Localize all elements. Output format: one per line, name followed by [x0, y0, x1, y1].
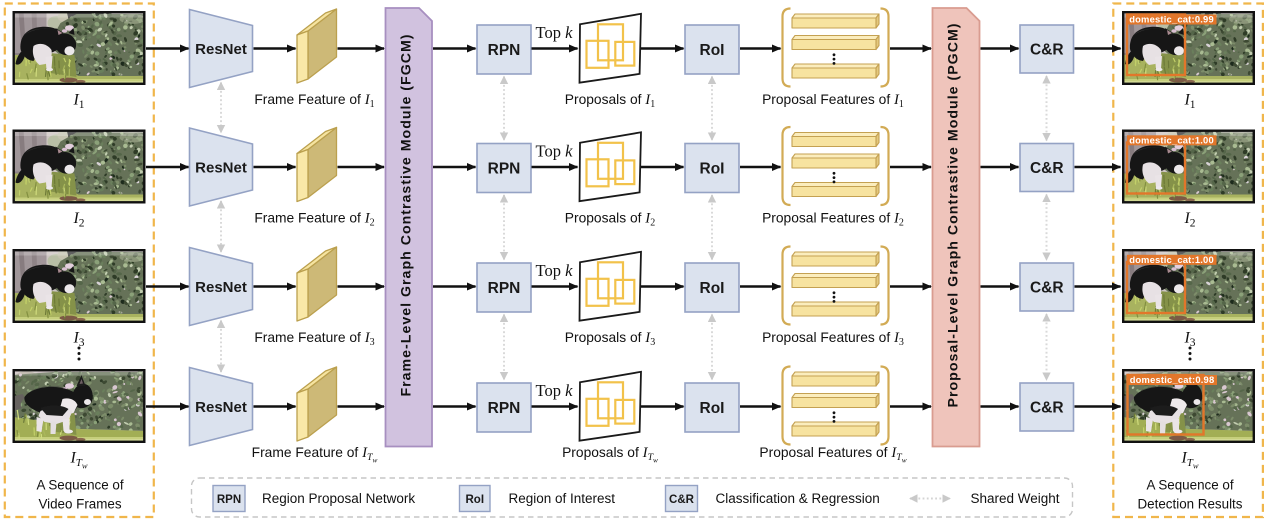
svg-text:domestic_cat:1.00: domestic_cat:1.00 — [1129, 254, 1214, 265]
svg-text:Proposal Features of I1: Proposal Features of I1 — [762, 92, 904, 110]
svg-text:I2: I2 — [1183, 210, 1195, 230]
svg-text:Proposals of ITw: Proposals of ITw — [562, 445, 658, 464]
svg-text:Proposals of I1: Proposals of I1 — [565, 92, 655, 110]
svg-text:Top k: Top k — [536, 23, 574, 42]
svg-text:ResNet: ResNet — [195, 160, 247, 177]
svg-text:ResNet: ResNet — [195, 399, 247, 416]
svg-text:RPN: RPN — [488, 42, 521, 59]
svg-text:RoI: RoI — [700, 42, 725, 59]
svg-text:Proposal-Level Graph Contrasti: Proposal-Level Graph Contrastive Module … — [946, 23, 962, 408]
svg-text:Frame Feature of I3: Frame Feature of I3 — [254, 330, 374, 348]
svg-text:ResNet: ResNet — [195, 41, 247, 58]
svg-text:RoI: RoI — [700, 280, 725, 297]
svg-text:RoI: RoI — [465, 494, 484, 506]
svg-text:Region of Interest: Region of Interest — [509, 491, 616, 506]
svg-text:I3: I3 — [72, 330, 84, 350]
svg-text:RoI: RoI — [700, 161, 725, 178]
svg-text:RoI: RoI — [700, 400, 725, 417]
svg-text:domestic_cat:0.99: domestic_cat:0.99 — [1129, 14, 1214, 25]
svg-text:Frame Feature of ITw: Frame Feature of ITw — [252, 445, 378, 464]
svg-text:Proposal Features of ITw: Proposal Features of ITw — [759, 445, 906, 464]
svg-text:RPN: RPN — [488, 280, 521, 297]
svg-text:Classification & Regression: Classification & Regression — [716, 491, 880, 506]
svg-text:Top k: Top k — [536, 261, 574, 280]
svg-text:RPN: RPN — [488, 400, 521, 417]
svg-text:Proposals of I2: Proposals of I2 — [565, 211, 655, 229]
svg-text:C&R: C&R — [1030, 160, 1064, 177]
svg-text:A Sequence of: A Sequence of — [36, 478, 123, 493]
svg-text:Region Proposal Network: Region Proposal Network — [262, 491, 415, 506]
svg-text:domestic_cat:1.00: domestic_cat:1.00 — [1129, 135, 1214, 146]
svg-text:Top k: Top k — [536, 142, 574, 161]
svg-text:Proposal Features of I2: Proposal Features of I2 — [762, 211, 904, 229]
svg-text:Frame-Level Graph Contrastive: Frame-Level Graph Contrastive Module (FG… — [399, 33, 415, 396]
svg-text:A Sequence of: A Sequence of — [1146, 478, 1233, 493]
svg-text:Proposal Features of I3: Proposal Features of I3 — [762, 330, 904, 348]
svg-text:I3: I3 — [1183, 330, 1195, 350]
svg-text:Detection Results: Detection Results — [1138, 497, 1243, 512]
svg-text:C&R: C&R — [1030, 280, 1064, 297]
svg-text:I1: I1 — [72, 92, 84, 112]
svg-text:C&R: C&R — [1030, 42, 1064, 59]
svg-text:I1: I1 — [1183, 92, 1195, 112]
svg-text:C&R: C&R — [669, 494, 695, 506]
svg-text:RPN: RPN — [217, 494, 241, 506]
svg-text:Frame Feature of I2: Frame Feature of I2 — [254, 211, 374, 229]
svg-text:I2: I2 — [72, 210, 84, 230]
svg-text:C&R: C&R — [1030, 400, 1064, 417]
svg-text:ResNet: ResNet — [195, 279, 247, 296]
svg-text:RPN: RPN — [488, 161, 521, 178]
svg-text:Shared Weight: Shared Weight — [971, 491, 1060, 506]
svg-text:Video Frames: Video Frames — [38, 497, 121, 512]
svg-text:domestic_cat:0.98: domestic_cat:0.98 — [1130, 374, 1215, 385]
svg-text:Frame Feature of I1: Frame Feature of I1 — [254, 92, 374, 110]
svg-text:Proposals of I3: Proposals of I3 — [565, 330, 655, 348]
svg-text:ITw: ITw — [69, 450, 87, 471]
svg-text:ITw: ITw — [1180, 450, 1198, 471]
svg-text:Top k: Top k — [536, 381, 574, 400]
